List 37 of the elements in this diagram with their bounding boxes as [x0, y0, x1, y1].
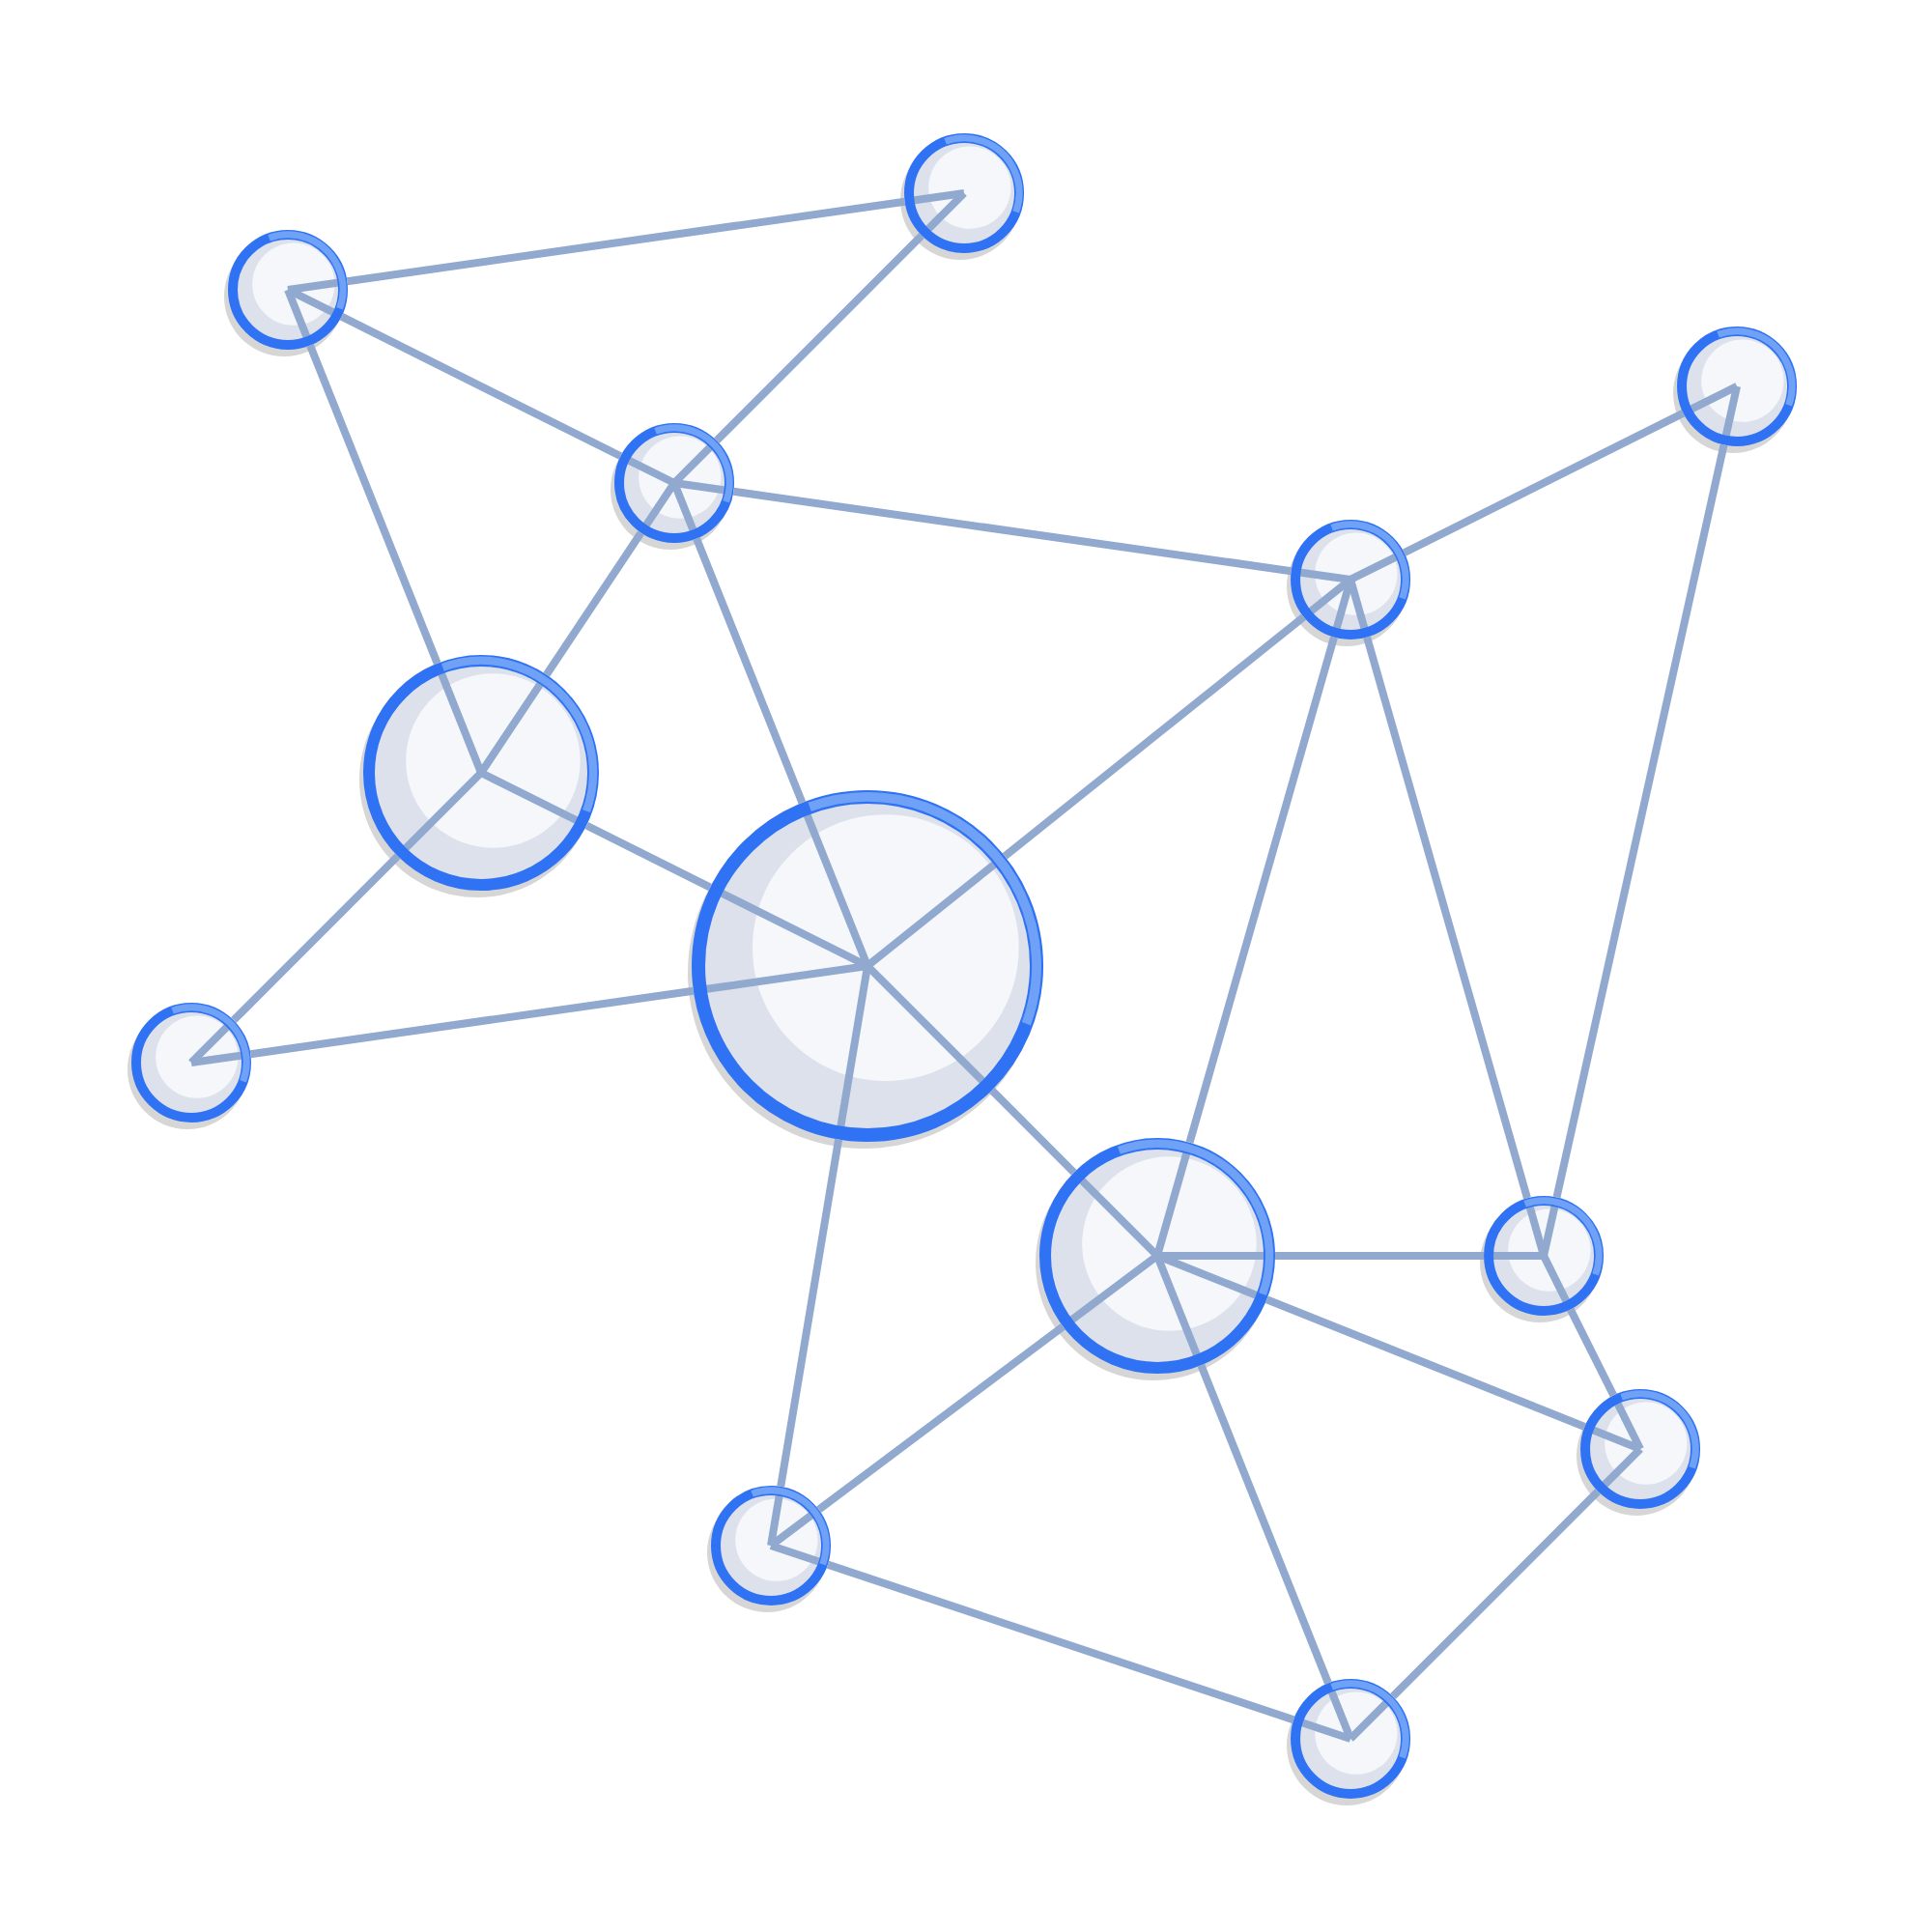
- connector-line: [249, 986, 695, 1059]
- connector-line: [231, 853, 401, 1023]
- connector-line: [584, 821, 713, 892]
- connector-line: [693, 537, 807, 805]
- connector-line: [732, 487, 1293, 576]
- circle-node: [707, 1486, 832, 1612]
- circle-node: [1480, 1196, 1605, 1322]
- connector-line: [1002, 613, 1307, 860]
- circle-node: [900, 132, 1025, 260]
- connector-line: [1567, 1307, 1617, 1398]
- connector-line: [306, 344, 441, 666]
- connector-line: [1197, 1363, 1332, 1685]
- circle-node: [128, 1002, 251, 1129]
- circle-node: [1036, 1137, 1276, 1380]
- connector-line: [1363, 636, 1531, 1200]
- connector-line: [826, 1560, 1295, 1724]
- circle-node: [359, 654, 599, 897]
- connector-line: [346, 197, 906, 286]
- circle-node: [1673, 326, 1798, 453]
- circle-node: [1287, 519, 1411, 646]
- connector-line: [1264, 1295, 1586, 1431]
- connector-line: [1390, 1489, 1602, 1699]
- connector-line: [1275, 1252, 1485, 1260]
- connector-line: [988, 1087, 1077, 1176]
- circle-node: [688, 789, 1044, 1149]
- circle-node: [611, 422, 734, 550]
- connector-line: [1185, 636, 1338, 1144]
- connector-line: [543, 530, 644, 677]
- connector-line: [777, 1138, 843, 1488]
- connector-line: [339, 313, 623, 460]
- connector-line: [714, 232, 925, 443]
- circle-node: [224, 229, 348, 356]
- circle-node: [1287, 1679, 1411, 1805]
- connector-line: [816, 1323, 1065, 1513]
- circle-node: [1577, 1389, 1701, 1516]
- connector-line: [1552, 443, 1728, 1199]
- connector-line: [1402, 410, 1686, 556]
